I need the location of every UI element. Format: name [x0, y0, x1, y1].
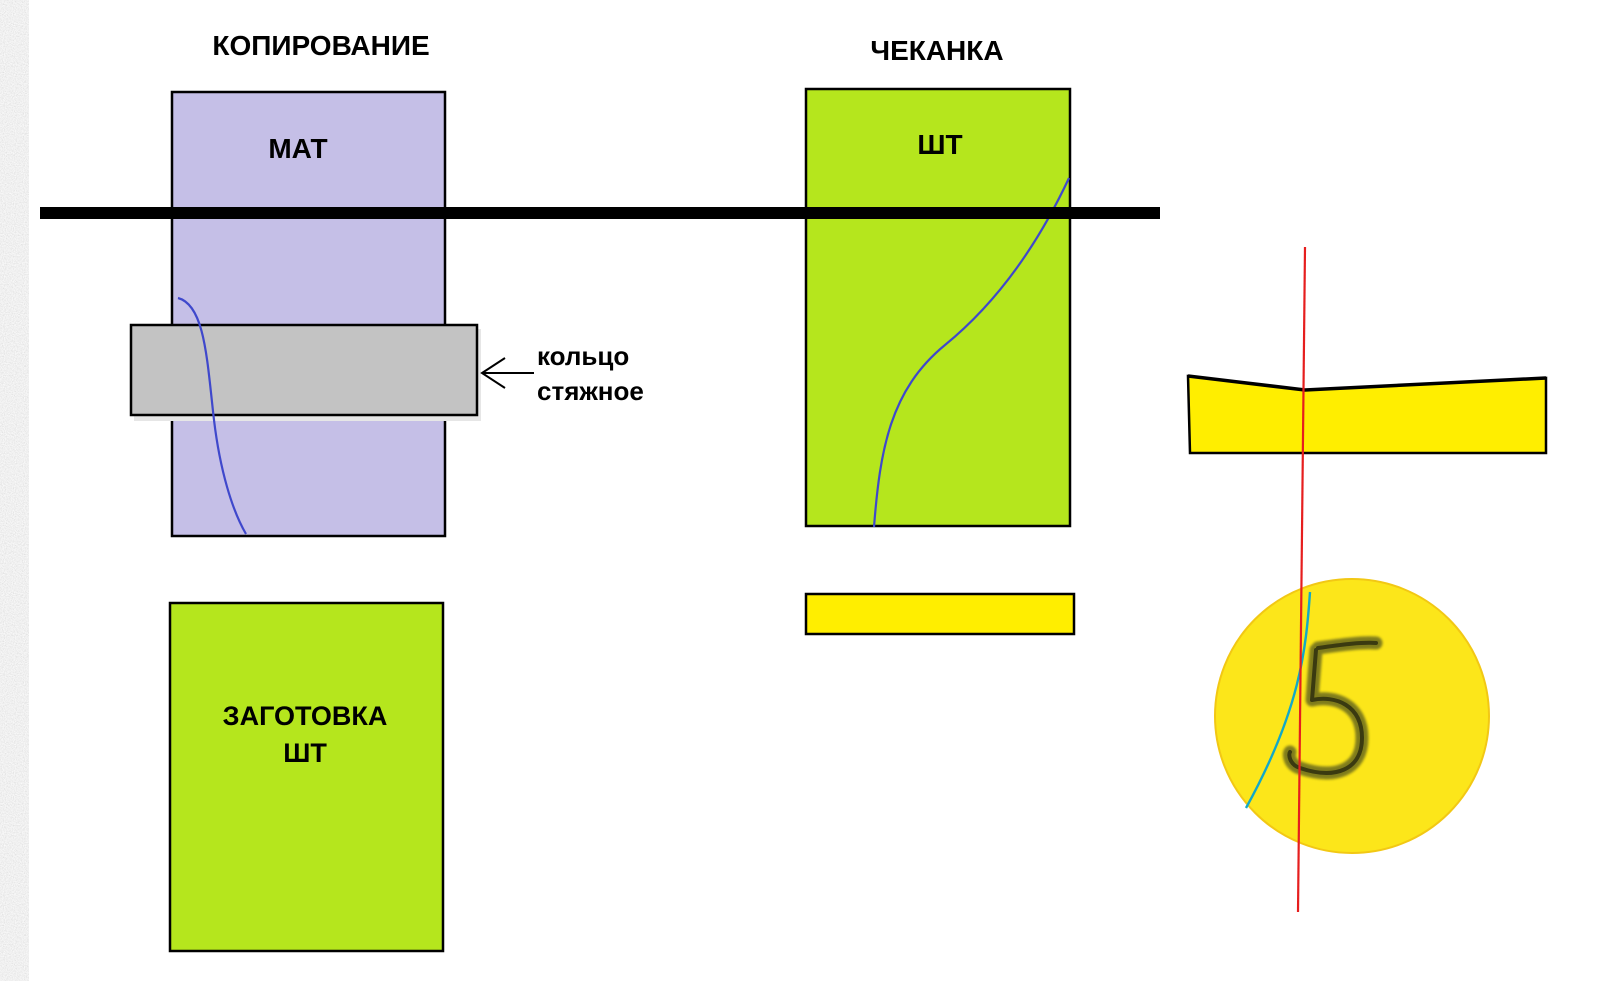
matrix-label: МАТ	[268, 133, 327, 164]
coin-blank-strip	[804, 592, 1076, 636]
blank-label-line1: ЗАГОТОВКА	[223, 701, 388, 731]
left-texture-strip	[0, 0, 29, 981]
ring-label-line1: кольцо	[537, 341, 629, 371]
matrix-profile-curve	[177, 296, 247, 535]
matrix-block	[170, 90, 447, 538]
punch-block	[804, 87, 1072, 528]
coining-title: ЧЕКАНКА	[870, 35, 1003, 66]
ring-pointer-arrow	[480, 357, 534, 389]
blank-label-line2: ШТ	[283, 738, 327, 768]
horizontal-bar	[40, 207, 1160, 219]
blank-block	[168, 601, 445, 953]
ring-label-line2: стяжное	[537, 376, 644, 406]
punch-label: ШТ	[917, 129, 962, 160]
clamping-ring	[129, 323, 479, 417]
punch-profile-curve	[872, 177, 1070, 528]
coin-profile-curve	[1244, 591, 1312, 809]
red-axis-line	[1296, 246, 1307, 913]
copying-title: КОПИРОВАНИЕ	[212, 30, 429, 61]
coin-digit-drawing	[1282, 636, 1383, 780]
coin-cross-section-top-edge	[1187, 374, 1547, 392]
